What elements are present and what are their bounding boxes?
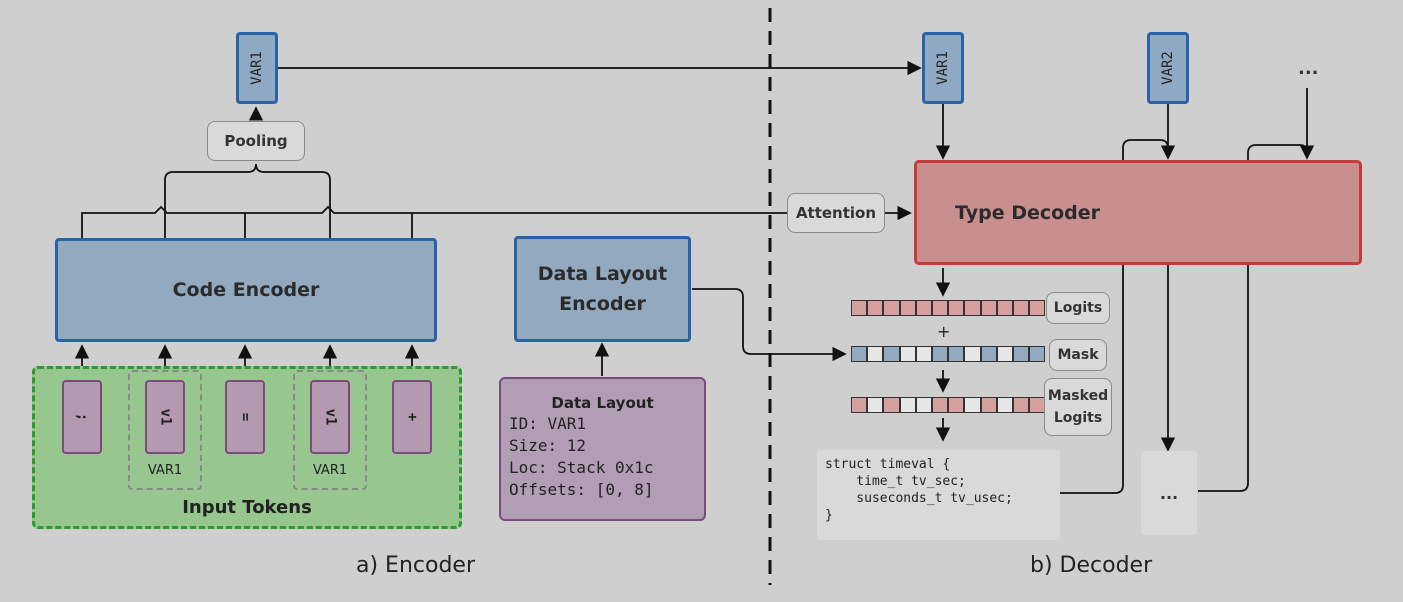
token-2: = xyxy=(225,380,265,454)
encoder-caption: a) Encoder xyxy=(356,553,476,578)
token-group-name-1: VAR1 xyxy=(147,463,183,478)
mask-label: Mask xyxy=(1049,339,1107,371)
more-vars-ellipsis: ... xyxy=(1298,58,1319,79)
masked-logits-bar xyxy=(851,397,1046,413)
mask-bar xyxy=(851,346,1046,362)
var1-token-group-1 xyxy=(128,370,202,490)
token-0: ; xyxy=(62,380,102,454)
data-layout-box: Data Layout ID: VAR1 Size: 12 Loc: Stack… xyxy=(499,377,706,521)
decoder-caption: b) Decoder xyxy=(1030,553,1153,578)
struct-output: struct timeval { time_t tv_sec; susecond… xyxy=(817,450,1060,540)
token-4: + xyxy=(392,380,432,454)
pooling-box: Pooling xyxy=(207,121,305,161)
token-3: v1 xyxy=(310,380,350,454)
data-layout-title: Data Layout xyxy=(551,394,654,412)
data-layout-line: Loc: Stack 0x1c xyxy=(509,458,654,477)
attention-box: Attention xyxy=(787,193,885,233)
input-tokens-label: Input Tokens xyxy=(182,497,312,518)
token-1: v1 xyxy=(145,380,185,454)
masked-logits-label: Masked Logits xyxy=(1044,378,1112,436)
data-layout-line: Offsets: [0, 8] xyxy=(509,480,654,499)
logits-label: Logits xyxy=(1046,292,1110,324)
data-layout-line: ID: VAR1 xyxy=(509,414,587,433)
type-decoder: Type Decoder xyxy=(914,160,1362,265)
var1-token-group-2 xyxy=(293,370,367,490)
token-group-name-2: VAR1 xyxy=(312,463,348,478)
data-layout-encoder: Data Layout Encoder xyxy=(514,236,691,342)
next-output-ellipsis: ... xyxy=(1141,451,1197,535)
plus-sign: + xyxy=(937,322,951,341)
var2-embedding-decoder: VAR2 xyxy=(1147,32,1189,104)
var1-embedding-encoder: VAR1 xyxy=(236,32,278,104)
logits-bar xyxy=(851,300,1046,316)
var1-label: VAR1 xyxy=(249,51,265,85)
var1-embedding-decoder: VAR1 xyxy=(922,32,964,104)
data-layout-line: Size: 12 xyxy=(509,436,587,455)
code-encoder: Code Encoder xyxy=(55,238,437,342)
